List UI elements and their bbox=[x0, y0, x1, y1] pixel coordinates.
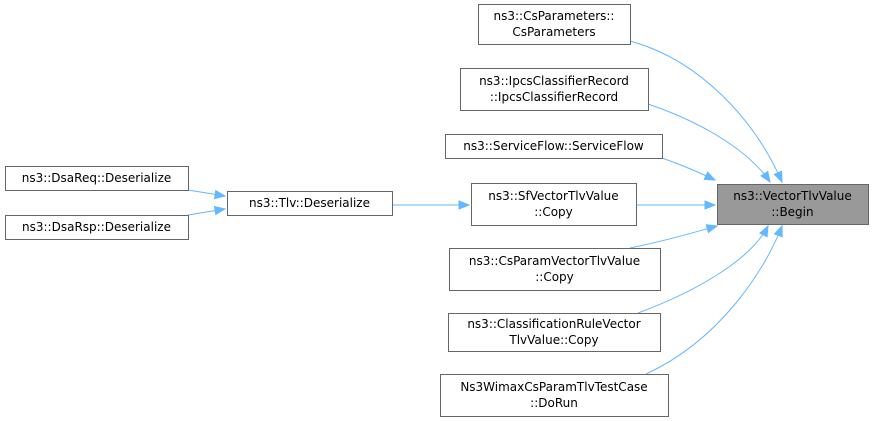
node-label-line: ns3::Tlv::Deserialize bbox=[249, 196, 370, 210]
node-begin[interactable]: ns3::VectorTlvValue::Begin bbox=[717, 184, 869, 225]
edge-classcopy-to-begin bbox=[637, 226, 768, 314]
edge-csparameters-to-begin bbox=[629, 40, 782, 182]
node-box bbox=[5, 215, 189, 240]
edge-csparamcopy-to-begin bbox=[629, 226, 717, 249]
node-label-line: ns3::SfVectorTlvValue bbox=[488, 189, 618, 203]
node-label-line: ns3::CsParameters:: bbox=[494, 9, 615, 23]
node-label-line: ns3::ServiceFlow::ServiceFlow bbox=[463, 139, 644, 153]
node-sfcopy[interactable]: ns3::SfVectorTlvValue::Copy bbox=[471, 183, 637, 226]
node-box bbox=[445, 134, 663, 159]
node-label-line: ns3::DsaReq::Deserialize bbox=[22, 171, 172, 185]
node-label-line: Ns3WimaxCsParamTlvTestCase bbox=[460, 380, 647, 394]
node-label-line: ns3::DsaRsp::Deserialize bbox=[22, 220, 171, 234]
node-tlvdeser[interactable]: ns3::Tlv::Deserialize bbox=[227, 191, 393, 216]
edge-arrow bbox=[187, 209, 225, 216]
node-csparamcopy[interactable]: ns3::CsParamVectorTlvValue::Copy bbox=[449, 248, 661, 291]
edge-dorun-to-begin bbox=[645, 226, 782, 375]
edge-serviceflow-to-begin bbox=[661, 157, 715, 180]
node-label-line: ::Begin bbox=[771, 205, 813, 219]
node-label-line: ::IpcsClassifierRecord bbox=[490, 90, 618, 104]
node-classcopy[interactable]: ns3::ClassificationRuleVectorTlvValue::C… bbox=[448, 313, 661, 352]
node-label-line: ::DoRun bbox=[530, 396, 578, 410]
node-label-line: TlvValue::Copy bbox=[508, 333, 598, 347]
node-box bbox=[471, 183, 637, 226]
node-serviceflow[interactable]: ns3::ServiceFlow::ServiceFlow bbox=[445, 134, 663, 159]
edge-arrow bbox=[645, 226, 782, 375]
node-label-line: ::Copy bbox=[534, 205, 573, 219]
node-box bbox=[717, 184, 869, 225]
node-box bbox=[227, 191, 393, 216]
edge-arrow bbox=[629, 226, 717, 249]
node-dorun[interactable]: Ns3WimaxCsParamTlvTestCase::DoRun bbox=[440, 374, 669, 417]
edge-arrow bbox=[637, 226, 768, 314]
node-box bbox=[440, 374, 669, 417]
edge-dsarsp-to-tlvdeser bbox=[187, 209, 225, 216]
node-label-line: ns3::ClassificationRuleVector bbox=[467, 317, 640, 331]
node-label-line: CsParameters bbox=[512, 25, 595, 39]
edges-layer bbox=[187, 40, 782, 375]
node-box bbox=[448, 313, 661, 352]
node-box bbox=[478, 4, 631, 45]
node-label-line: ::Copy bbox=[535, 270, 574, 284]
node-ipcs[interactable]: ns3::IpcsClassifierRecord::IpcsClassifie… bbox=[460, 68, 649, 111]
edge-arrow bbox=[629, 40, 782, 182]
nodes-layer: ns3::VectorTlvValue::Begin ns3::CsParamet… bbox=[5, 4, 869, 417]
edge-dsareq-to-tlvdeser bbox=[187, 189, 225, 196]
edge-arrow bbox=[647, 103, 770, 182]
node-box bbox=[5, 166, 189, 191]
node-csparameters[interactable]: ns3::CsParameters::CsParameters bbox=[478, 4, 631, 45]
edge-arrow bbox=[661, 157, 715, 180]
node-box bbox=[449, 248, 661, 291]
node-label-line: ns3::VectorTlvValue bbox=[733, 189, 852, 203]
node-label-line: ns3::CsParamVectorTlvValue bbox=[469, 254, 640, 268]
node-dsareq[interactable]: ns3::DsaReq::Deserialize bbox=[5, 166, 189, 191]
node-label-line: ns3::IpcsClassifierRecord bbox=[479, 74, 629, 88]
edge-arrow bbox=[187, 189, 225, 196]
edge-ipcs-to-begin bbox=[647, 103, 770, 182]
node-box bbox=[460, 68, 649, 111]
node-dsarsp[interactable]: ns3::DsaRsp::Deserialize bbox=[5, 215, 189, 240]
